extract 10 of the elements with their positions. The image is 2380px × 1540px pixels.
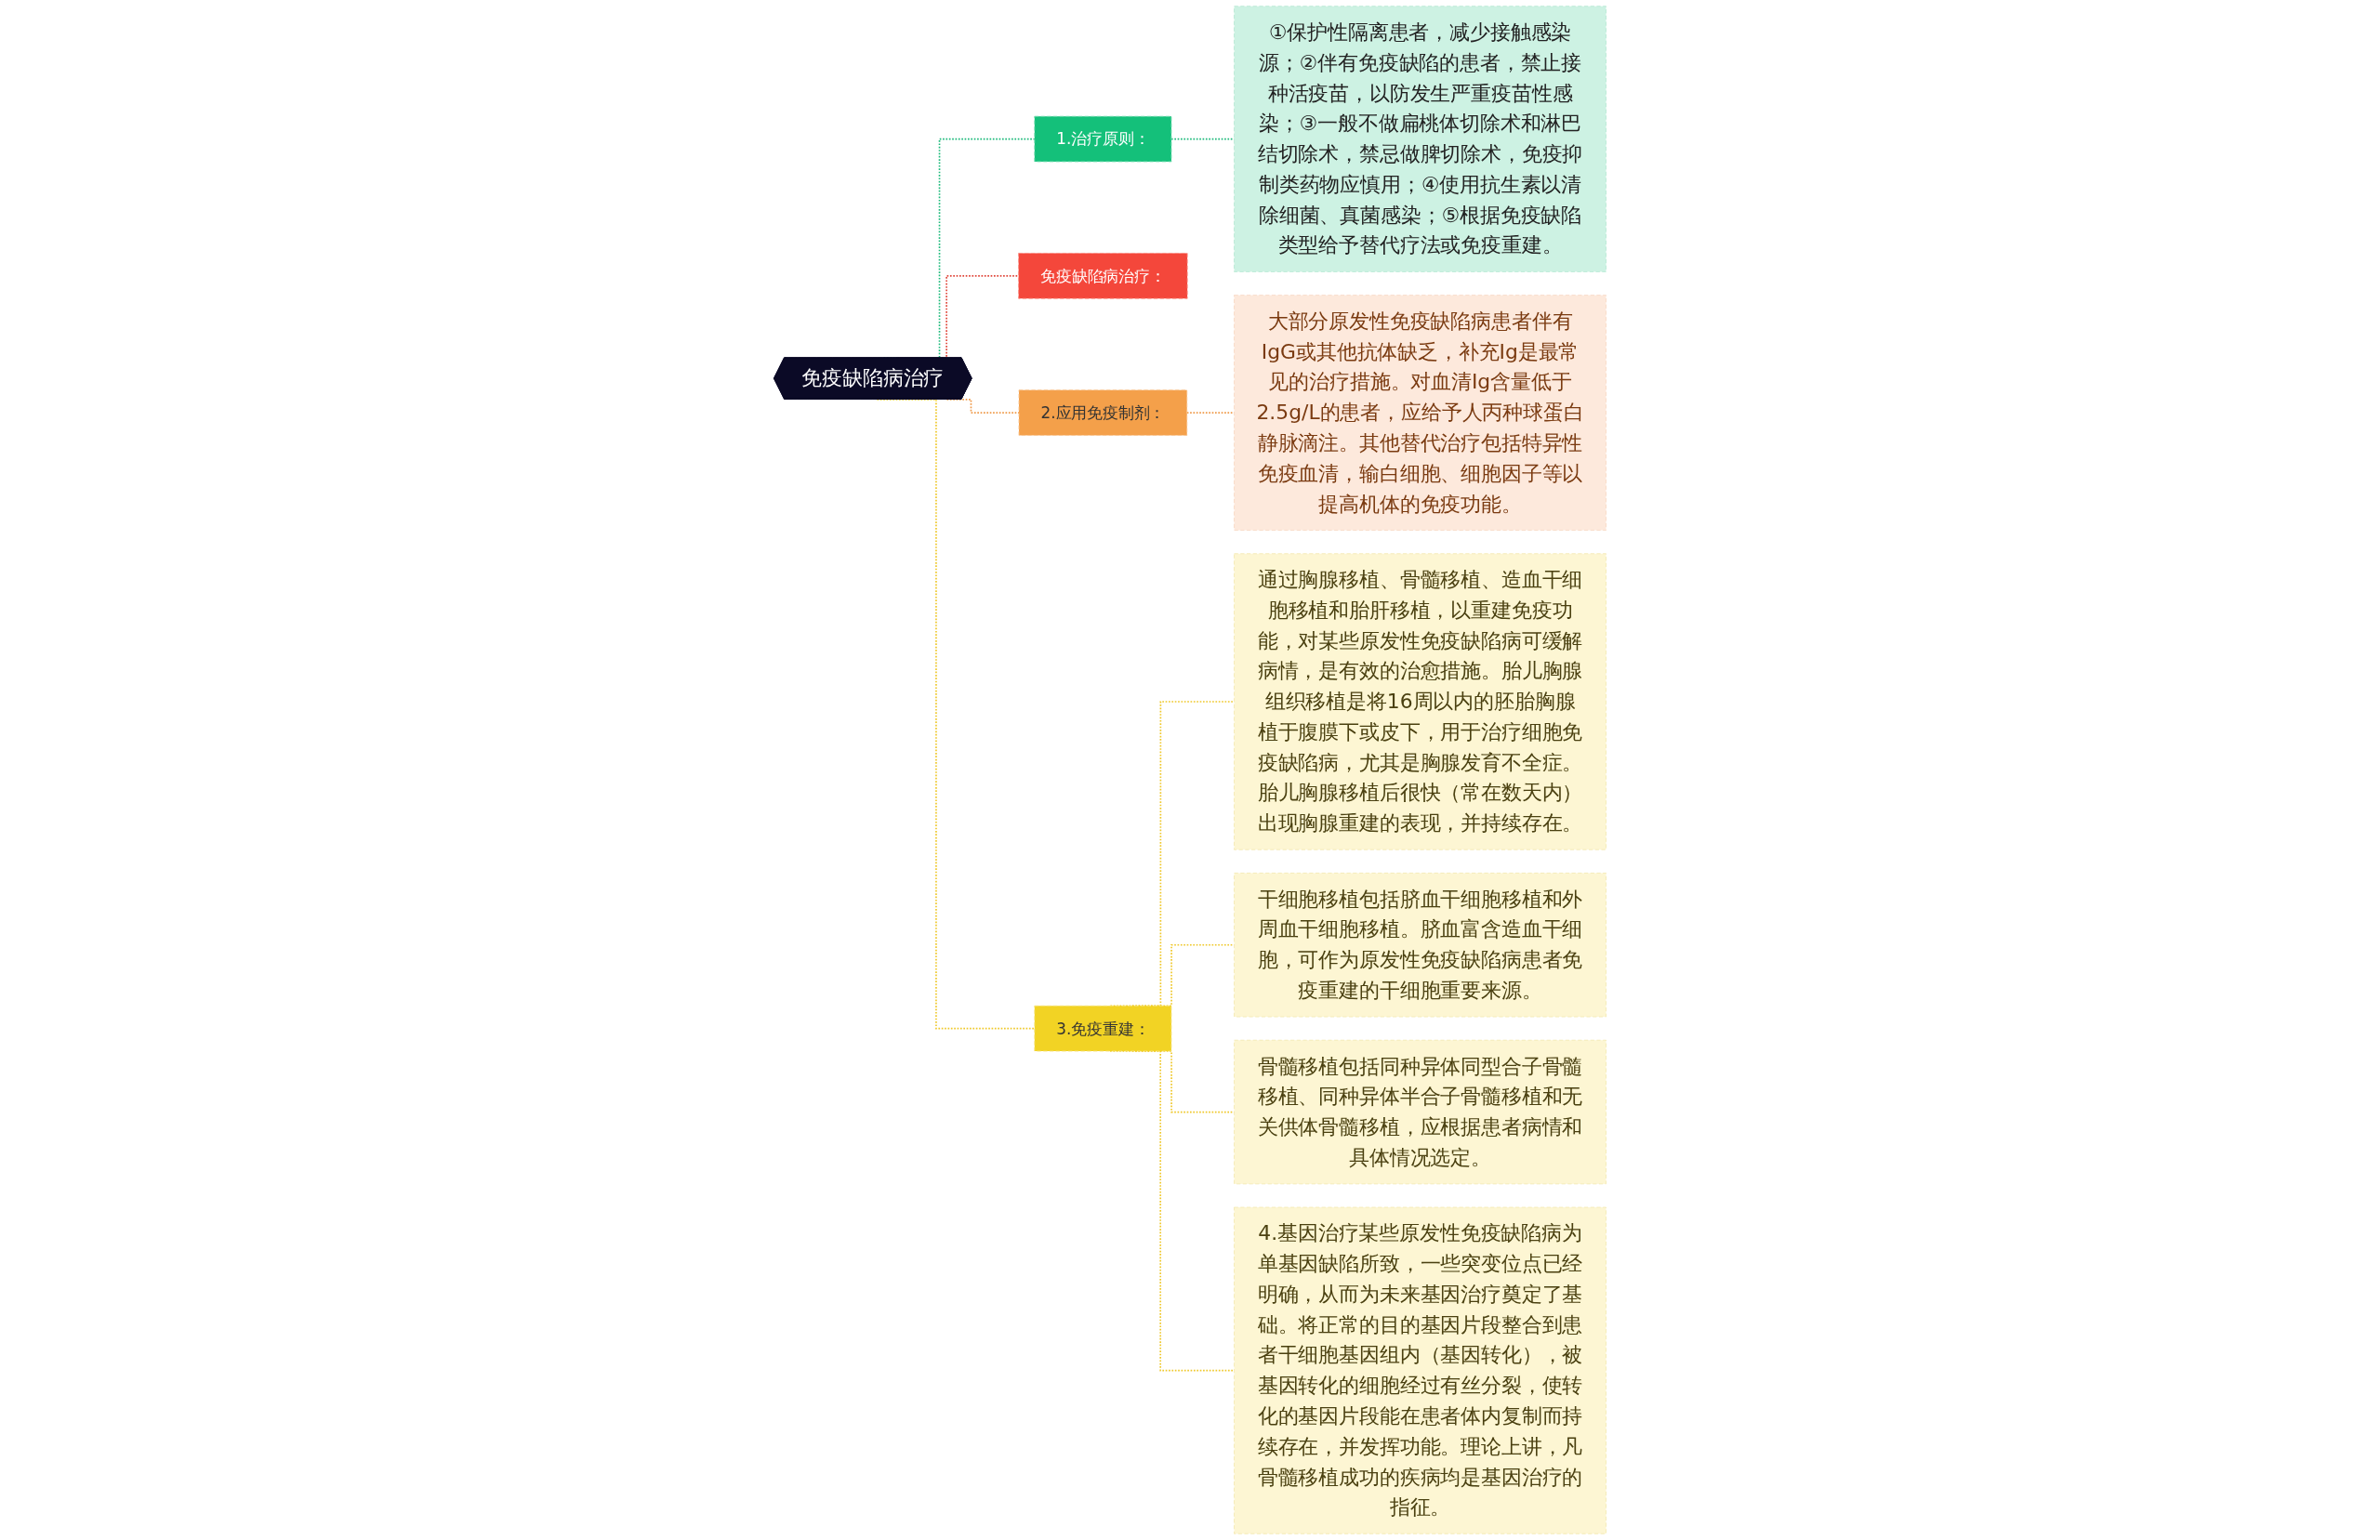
node-box: 骨髓移植包括同种异体同型合子骨髓移植、同种异体半合子骨髓移植和无关供体骨髓移植，应根据患者病情和具体情况选定。 — [1234, 1039, 1606, 1185]
node-box: 2.应用免疫制剂： — [1018, 389, 1188, 436]
node-box: 免疫缺陷病治疗： — [1018, 253, 1188, 299]
node-box: 4.基因治疗某些原发性免疫缺陷病为单基因缺陷所致，一些突变位点已经明确，从而为未来基因治疗奠定了基础。将正常的目的基因片段整合到患者干细胞基因组内（基因转化），被基因转化的细胞经过有丝分裂，使转化的基因片段能在患者体内复制而持续存在，并发挥功能。理论上讲，凡骨髓移植成功的疾病均是基因治疗的指征。 — [1234, 1206, 1606, 1534]
node-box: ①保护性隔离患者，减少接触感染源；②伴有免疫缺陷的患者，禁止接种活疫苗，以防发生严重疫苗性感染；③一般不做扁桃体切除术和淋巴结切除术，禁忌做脾切除术，免疫抑制类药物应慎用；④使用抗生素以清除细菌、真菌感染；⑤根据免疫缺陷类型给予替代疗法或免疫重建。 — [1234, 6, 1606, 272]
node-box: 干细胞移植包括脐血干细胞移植和外周血干细胞移植。脐血富含造血干细胞，可作为原发性免疫缺陷病患者免疫重建的干细胞重要来源。 — [1234, 873, 1606, 1018]
node-box: 大部分原发性免疫缺陷病患者伴有IgG或其他抗体缺乏，补充Ig是最常见的治疗措施。对血清Ig含量低于2.5g/L的患者，应给予人丙种球蛋白静脉滴注。其他替代治疗包括特异性免疫血清，输白细胞、细胞因子等以提高机体的免疫功能。 — [1234, 295, 1606, 531]
node-box: 3.免疫重建： — [1034, 1005, 1172, 1052]
node-box: 通过胸腺移植、骨髓移植、造血干细胞移植和胎肝移植，以重建免疫功能，对某些原发性免疫缺陷病可缓解病情，是有效的治愈措施。胎儿胸腺组织移植是将16周以内的胚胎胸腺植于腹膜下或皮下，用于治疗细胞免疫缺陷病，尤其是胸腺发育不全症。胎儿胸腺移植后很快（常在数天内）出现胸腺重建的表现，并持续存在。 — [1234, 553, 1606, 850]
node-box: 1.治疗原则： — [1034, 115, 1172, 163]
